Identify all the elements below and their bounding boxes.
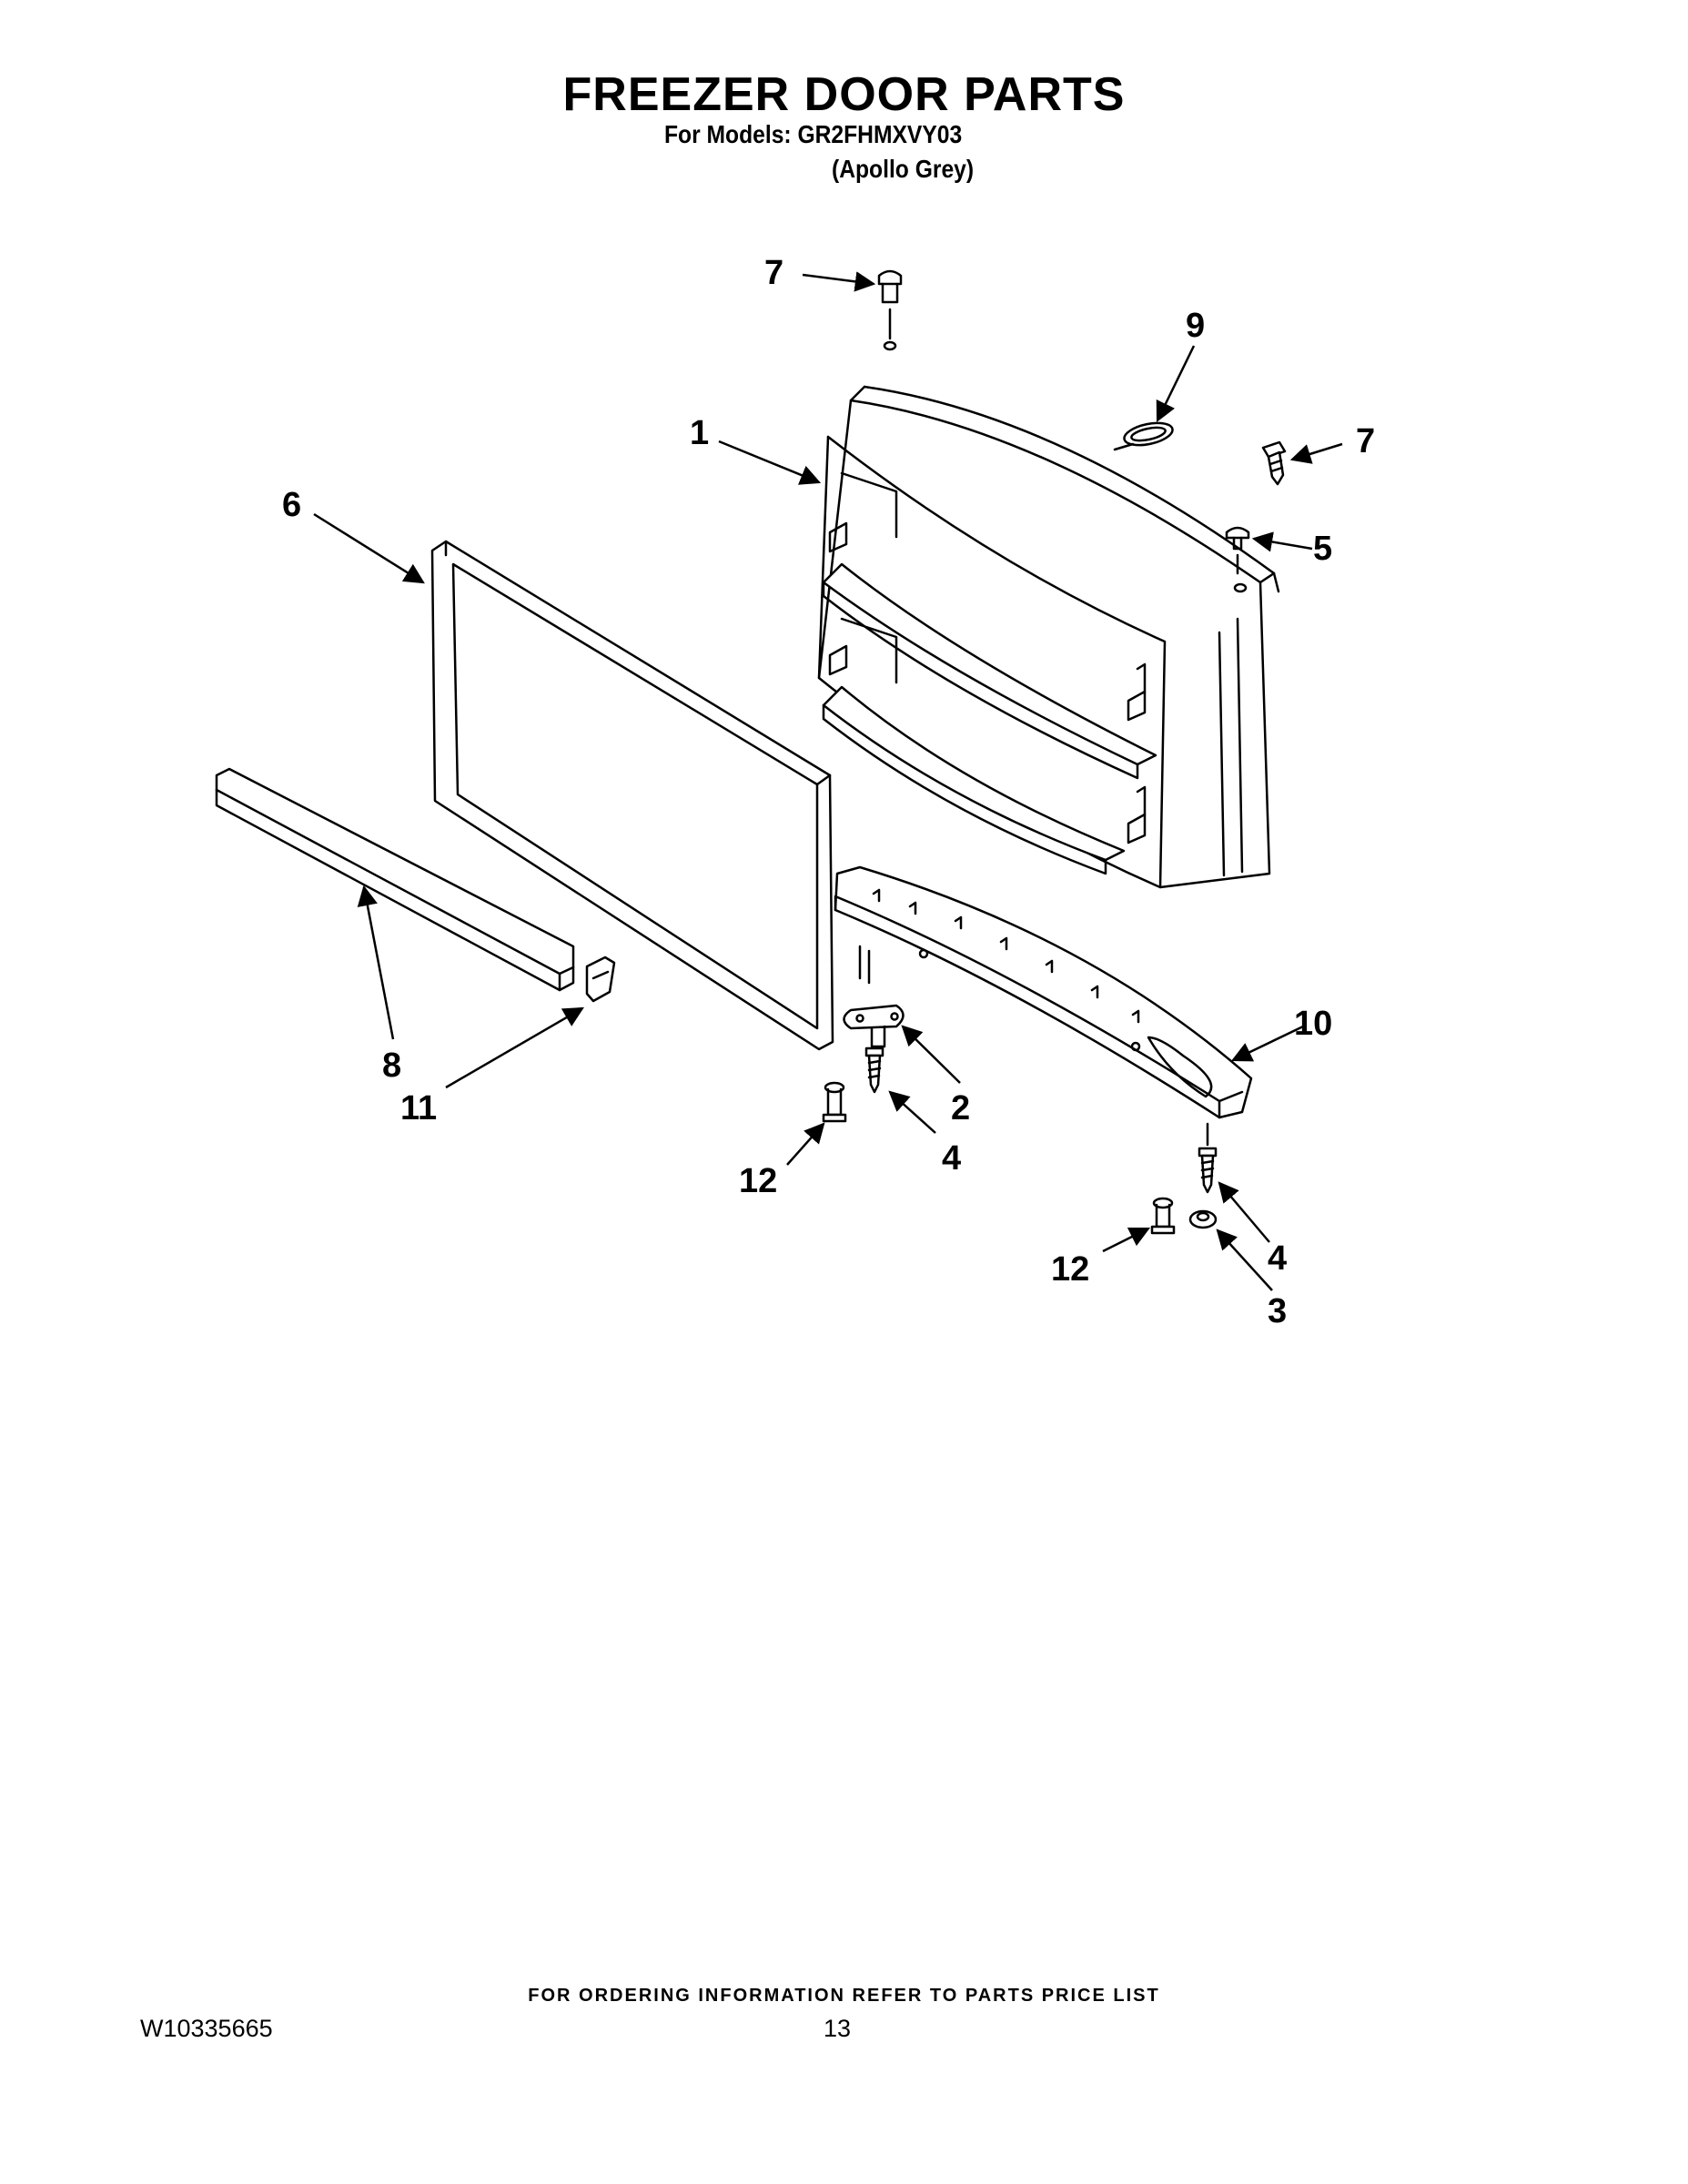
leader-line-4b <box>1218 1181 1270 1243</box>
leader-line-5 <box>1251 531 1313 552</box>
callout-7-side: 7 <box>1356 422 1375 460</box>
side-screw-part <box>1261 440 1287 486</box>
leader-line-7a <box>802 271 876 292</box>
leader-line-8 <box>357 885 395 1040</box>
door-handle-trim-part <box>834 865 1253 1119</box>
trim-end-clip-part <box>585 956 616 1003</box>
handle-screw-part <box>1198 1122 1218 1194</box>
nut-part <box>1188 1209 1218 1229</box>
top-plug-part <box>877 269 903 340</box>
leader-line-7b <box>1289 442 1343 464</box>
hinge-pin-part <box>822 1081 847 1123</box>
callout-3: 3 <box>1268 1292 1287 1330</box>
leader-line-10 <box>1230 1025 1304 1062</box>
callout-7-top: 7 <box>764 254 783 292</box>
handle-pin-part <box>1150 1197 1176 1235</box>
leader-line-3 <box>1216 1228 1273 1291</box>
door-liner-part <box>817 340 1280 889</box>
grommet-part <box>1113 421 1174 451</box>
callout-9: 9 <box>1186 307 1205 345</box>
leader-line-9 <box>1156 345 1196 423</box>
leader-line-11 <box>445 1006 584 1089</box>
callout-8: 8 <box>382 1046 401 1085</box>
page-number: 13 <box>824 2015 852 2042</box>
side-plug-part <box>1225 526 1250 575</box>
document-number: W10335665 <box>140 2015 273 2042</box>
leader-line-4a <box>888 1090 936 1134</box>
hinge-screw-part <box>864 1046 884 1094</box>
callout-4-handle: 4 <box>1268 1239 1287 1278</box>
callout-12-handle: 12 <box>1051 1250 1089 1289</box>
models-line: For Models: GR2FHMXVY03 <box>664 120 963 148</box>
leader-line-1 <box>718 440 822 485</box>
callout-2: 2 <box>951 1089 970 1127</box>
page-title: FREEZER DOOR PARTS <box>562 68 1126 121</box>
leader-line-12b <box>1102 1227 1151 1253</box>
callout-12-hinge: 12 <box>739 1162 777 1200</box>
callout-4-hinge: 4 <box>942 1139 961 1178</box>
callout-11: 11 <box>400 1089 437 1127</box>
callout-6: 6 <box>282 486 301 524</box>
callout-10: 10 <box>1294 1005 1332 1043</box>
hinge-part <box>843 945 905 1048</box>
leader-line-6 <box>313 512 425 584</box>
color-line: (Apollo Grey) <box>832 155 975 183</box>
leader-line-12a <box>786 1122 825 1166</box>
callout-5: 5 <box>1313 530 1332 568</box>
callout-1: 1 <box>690 414 709 452</box>
ordering-information-note: FOR ORDERING INFORMATION REFER TO PARTS … <box>528 1986 1160 2006</box>
leader-line-2 <box>901 1025 961 1084</box>
door-gasket-part <box>430 540 834 1051</box>
door-trim-strip-part <box>215 767 575 992</box>
